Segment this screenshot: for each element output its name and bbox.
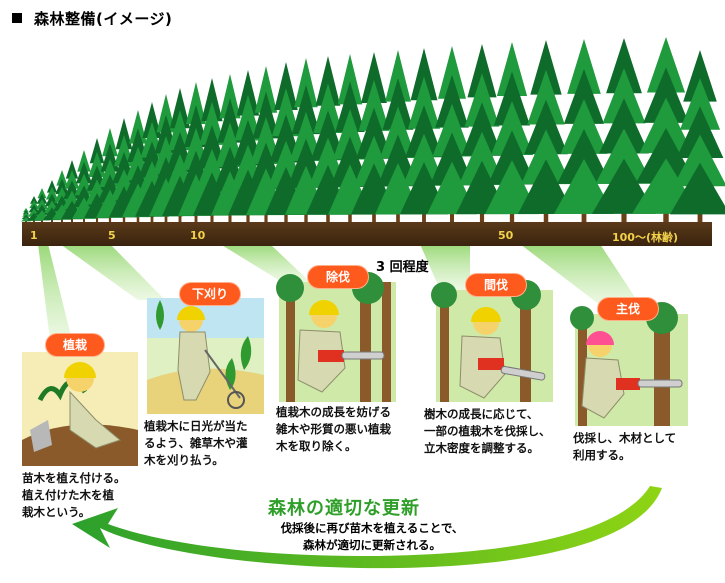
conifer-tree xyxy=(518,40,574,222)
desc-thinning-line: 立木密度を調整する。 xyxy=(424,441,539,455)
tick-age-50: 50 xyxy=(498,229,514,242)
renewal-description-line: 森林が適切に更新される。 xyxy=(303,538,441,552)
thinning-times-label: 3 回程度 xyxy=(376,260,429,275)
renewal-description-line: 伐採後に再び苗木を植えることで、 xyxy=(280,521,464,535)
desc-cleaning-line: 木を取り除く。 xyxy=(276,439,357,453)
desc-thinning-line: 樹木の成長に応じて、 xyxy=(424,407,539,421)
desc-weeding-line: 植栽木に日光が当た xyxy=(144,419,248,433)
desc-planting-line: 栽木という。 xyxy=(22,505,91,519)
ray-weeding xyxy=(60,244,165,300)
panel-planting xyxy=(22,352,138,466)
tree-row xyxy=(21,37,725,222)
desc-weeding-line: るよう、雑草木や灌 xyxy=(144,436,248,450)
desc-planting-line: 植え付けた木を植 xyxy=(22,488,114,502)
badge-planting: 植栽 xyxy=(46,334,104,356)
renewal-title: 森林の適切な更新 xyxy=(268,498,420,519)
tick-age-5: 5 xyxy=(108,229,116,242)
timeline-soil xyxy=(22,222,712,246)
conifer-tree xyxy=(592,38,656,222)
panel-weeding xyxy=(147,298,264,414)
desc-planting-line: 苗木を植え付ける。 xyxy=(22,471,126,485)
page-title-text: 森林整備(イメージ) xyxy=(34,10,173,28)
page-title: 森林整備(イメージ) xyxy=(12,8,172,29)
renewal-arrow xyxy=(72,486,662,569)
desc-final-cut-line: 利用する。 xyxy=(573,448,631,462)
tick-age-100: 100〜(林齢) xyxy=(612,231,679,244)
conifer-tree xyxy=(554,39,614,222)
desc-thinning-line: 一部の植栽木を伐採し、 xyxy=(424,424,551,438)
conifer-tree xyxy=(670,50,725,222)
ray-final xyxy=(520,244,640,305)
conifer-tree xyxy=(456,44,508,222)
badge-cleaning: 除伐 xyxy=(308,266,368,288)
ray-cleaning xyxy=(220,244,310,282)
tick-age-10: 10 xyxy=(190,229,206,242)
badge-weeding: 下刈り xyxy=(180,283,240,305)
desc-cleaning: 植栽木の成長を妨げる 雑木や形質の悪い植栽 木を取り除く。 xyxy=(276,404,391,455)
desc-weeding-line: 木を刈り払う。 xyxy=(144,453,224,467)
panel-cleaning xyxy=(276,272,396,402)
desc-planting: 苗木を植え付ける。 植え付けた木を植 栽木という。 xyxy=(22,470,126,521)
tick-age-1: 1 xyxy=(30,229,38,242)
light-rays xyxy=(38,244,640,340)
desc-weeding: 植栽木に日光が当た るよう、雑草木や灌 木を刈り払う。 xyxy=(144,418,248,469)
renewal-description: 伐採後に再び苗木を植えることで、 森林が適切に更新される。 xyxy=(262,520,482,554)
panel-final-cut xyxy=(570,302,688,426)
ray-thinning xyxy=(420,244,470,290)
desc-final-cut-line: 伐採し、木材として xyxy=(573,431,677,445)
desc-cleaning-line: 植栽木の成長を妨げる xyxy=(276,405,391,419)
title-bullet xyxy=(12,13,22,23)
desc-thinning: 樹木の成長に応じて、 一部の植栽木を伐採し、 立木密度を調整する。 xyxy=(424,406,551,457)
ray-planting xyxy=(38,244,72,340)
panel-thinning xyxy=(431,280,553,402)
desc-cleaning-line: 雑木や形質の悪い植栽 xyxy=(276,422,391,436)
badge-final-cut: 主伐 xyxy=(598,298,658,320)
badge-thinning: 間伐 xyxy=(466,274,526,296)
desc-final-cut: 伐採し、木材として 利用する。 xyxy=(573,430,676,464)
conifer-tree xyxy=(328,54,372,222)
